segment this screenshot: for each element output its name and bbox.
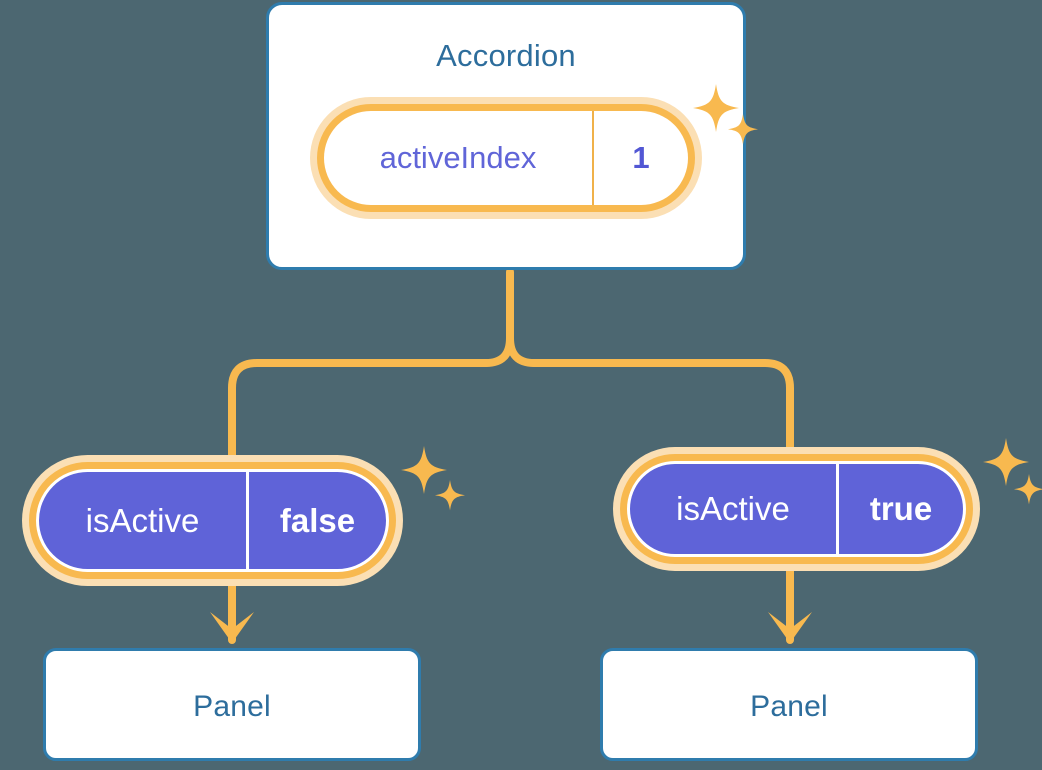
state-pill-ring: isActive true bbox=[620, 454, 973, 564]
prop-key-is-active-right: isActive bbox=[630, 464, 839, 554]
prop-value-is-active-right: true bbox=[869, 490, 933, 527]
state-pill-is-active-false[interactable]: isActive false bbox=[22, 455, 403, 586]
connector-root-stem-mirror bbox=[506, 334, 538, 367]
panel-component-card-right[interactable]: Panel bbox=[600, 648, 978, 761]
prop-key-is-active-left: isActive bbox=[39, 472, 249, 569]
state-pill-body: activeIndex 1 bbox=[324, 111, 688, 205]
connector-branch-left bbox=[228, 359, 490, 459]
arrow-head-left-icon bbox=[210, 612, 254, 643]
connector-branch-right bbox=[530, 359, 794, 451]
state-pill-active-index[interactable]: activeIndex 1 bbox=[310, 97, 702, 219]
state-pill-ring: isActive false bbox=[29, 462, 396, 579]
prop-value-is-active-left: false bbox=[279, 501, 356, 539]
state-pill-body: isActive true bbox=[627, 461, 966, 557]
panel-component-card-left[interactable]: Panel bbox=[43, 648, 421, 761]
connector-root-stem bbox=[482, 268, 514, 367]
accordion-title: Accordion bbox=[436, 38, 576, 73]
state-pill-body: isActive false bbox=[36, 469, 389, 572]
panel-title-left: Panel bbox=[193, 690, 271, 723]
panel-title-right: Panel bbox=[750, 690, 828, 723]
state-pill-is-active-true[interactable]: isActive true bbox=[613, 447, 980, 571]
state-pill-ring: activeIndex 1 bbox=[317, 104, 695, 212]
arrow-head-right-icon bbox=[768, 612, 812, 643]
state-value-active-index: 1 bbox=[632, 140, 650, 175]
state-key-active-index: activeIndex bbox=[324, 111, 594, 205]
